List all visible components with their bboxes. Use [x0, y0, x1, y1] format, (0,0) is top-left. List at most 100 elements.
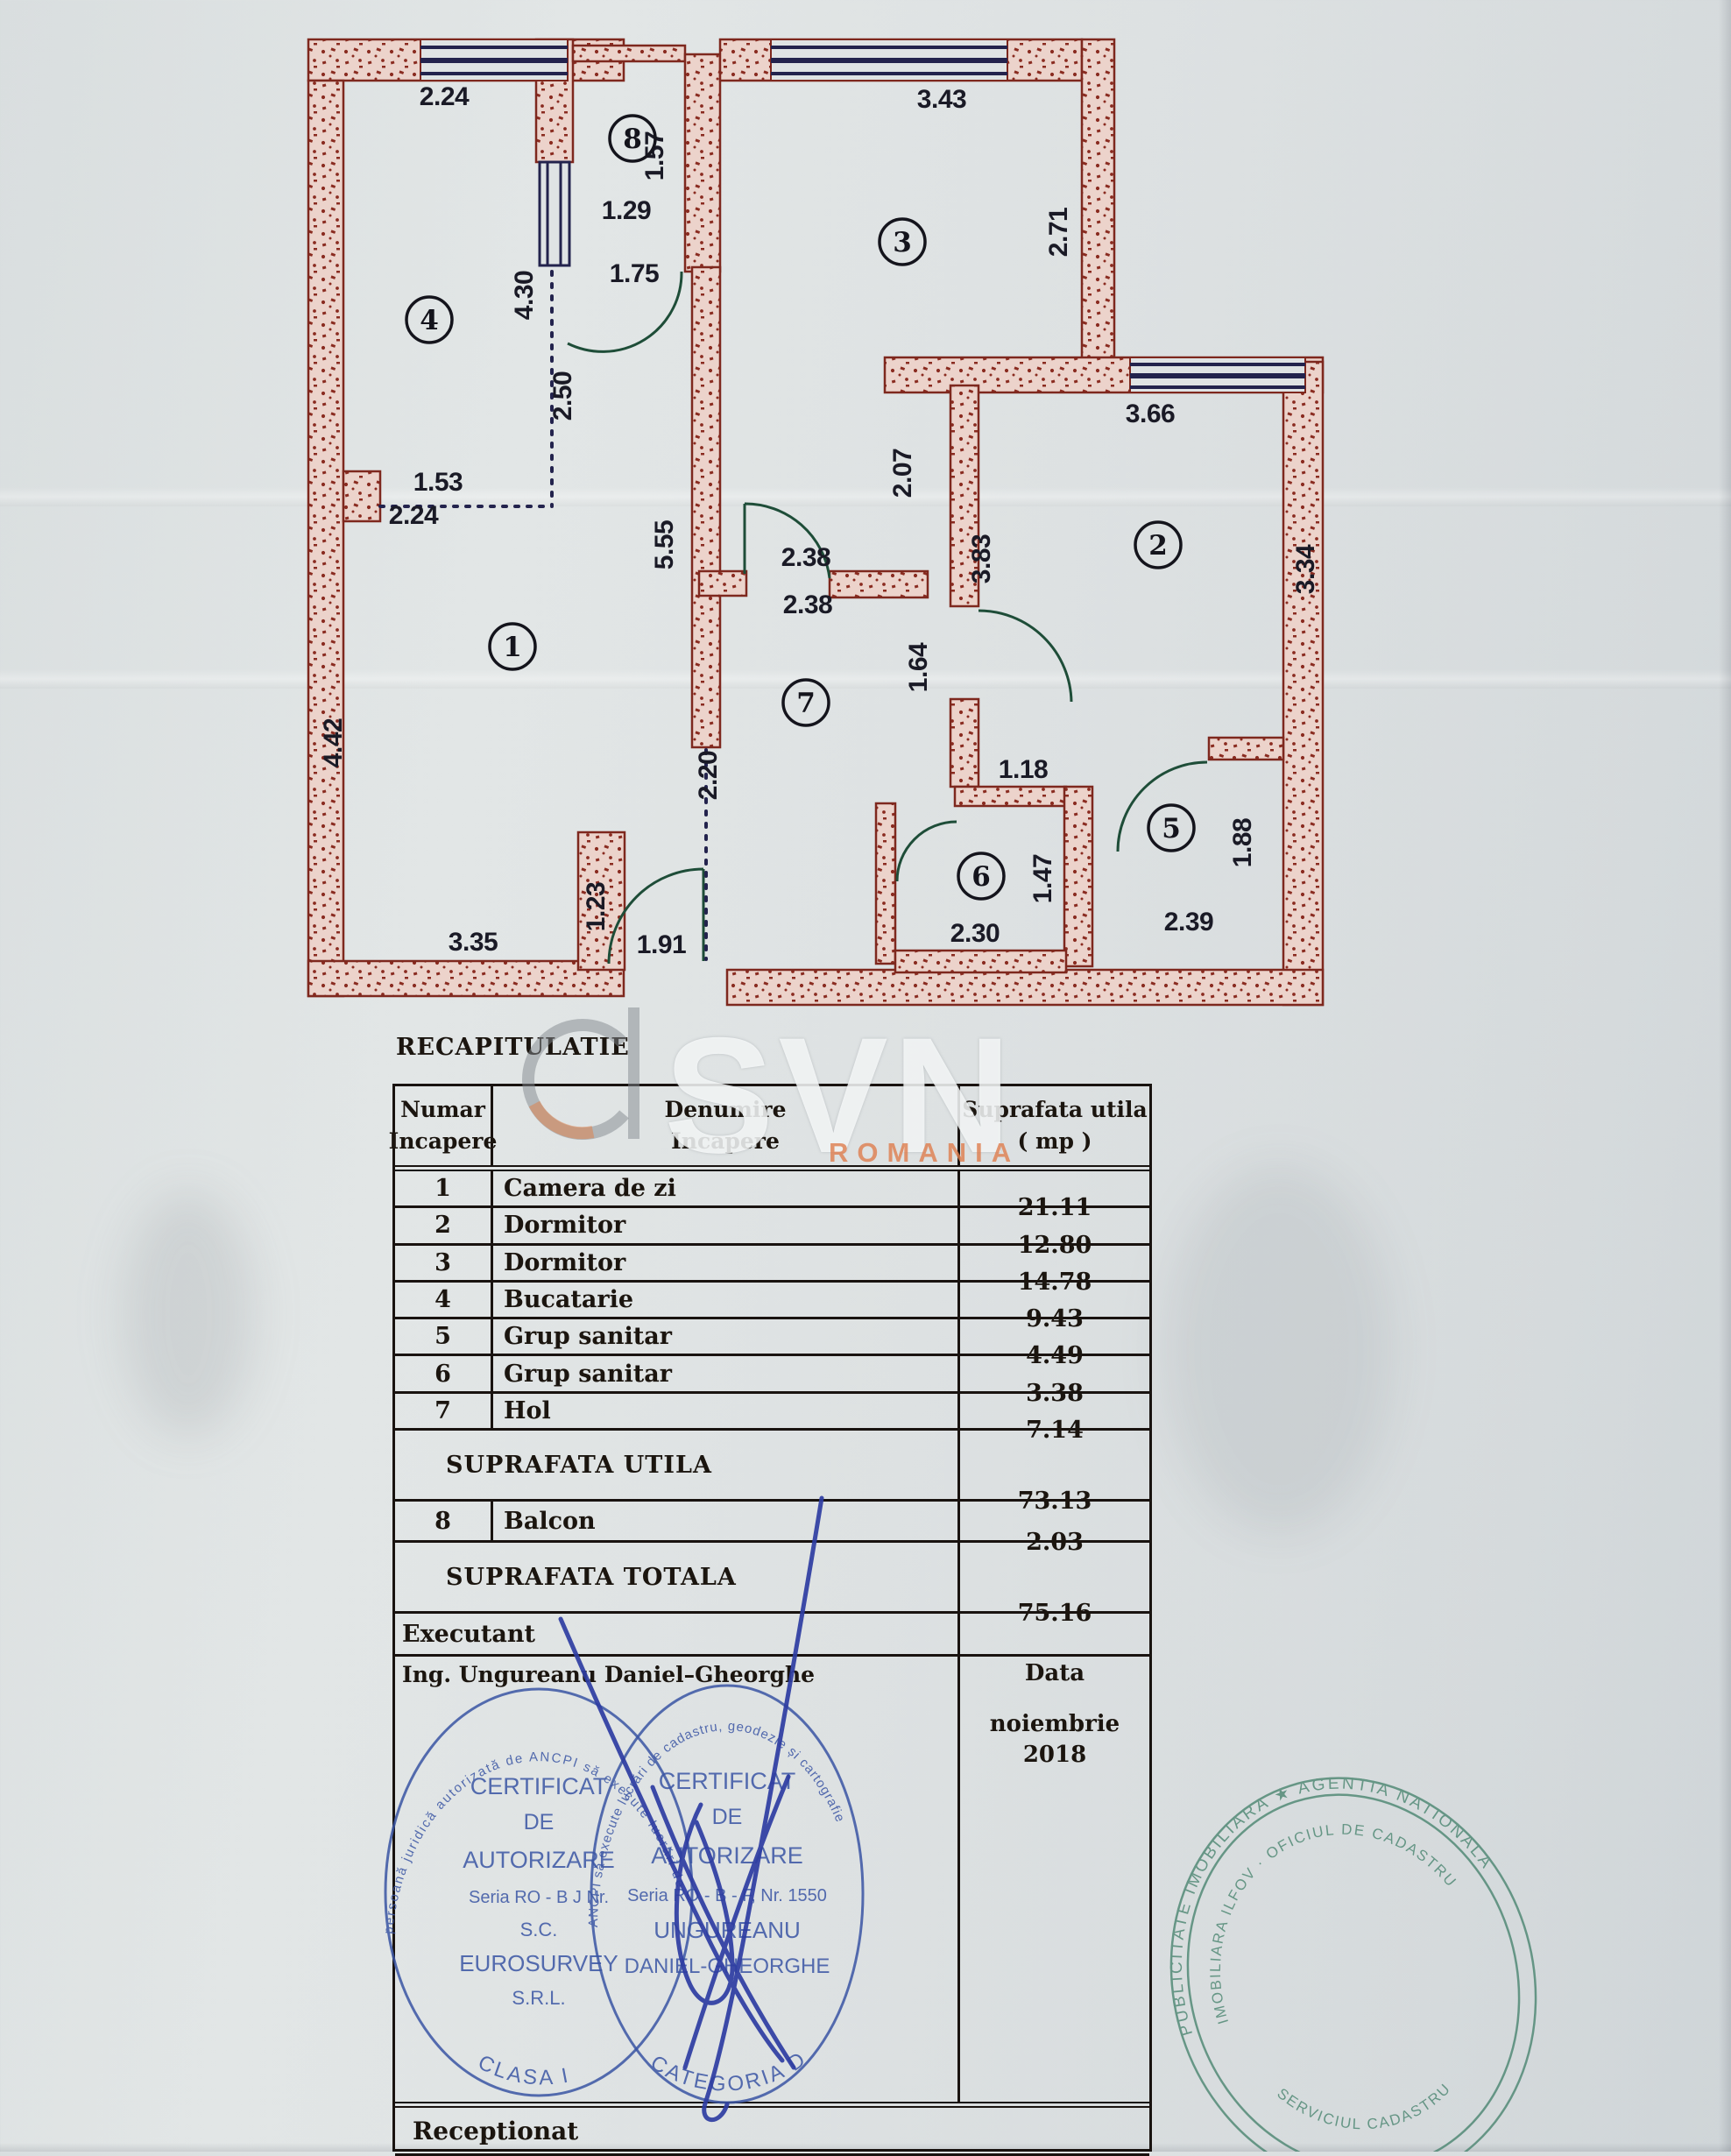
- room-number: 6: [971, 861, 991, 893]
- date-year: 2018: [1022, 1742, 1087, 1769]
- suprafata-utila-value: 73.13: [1017, 1488, 1092, 1515]
- room-number-cell: 3: [395, 1245, 493, 1280]
- room-area-cell: 7.14: [1026, 1416, 1084, 1444]
- room-area-cell: 4.49: [1026, 1342, 1084, 1370]
- room-name-cell: Grup sanitar: [493, 1319, 960, 1354]
- room-circle: [781, 678, 830, 727]
- data-label: Data: [1024, 1660, 1085, 1686]
- room-circle: [488, 622, 537, 671]
- room-number: 5: [1162, 813, 1181, 845]
- balcony-door-icon: [538, 160, 571, 267]
- dimension-label: 3.83: [967, 534, 996, 583]
- room-name-cell: Dormitor: [493, 1208, 960, 1243]
- signature-row: Ing. Ungureanu Daniel–Gheorghe Data noie…: [395, 1657, 1149, 2102]
- room-circle: [608, 114, 657, 163]
- room-circle: [1134, 520, 1183, 569]
- room-circle: [405, 295, 454, 344]
- header-denumire: Denumire Incapere: [493, 1086, 960, 1165]
- room-circle: [1147, 803, 1196, 852]
- dotted-lines: [378, 270, 708, 961]
- room-area-cell: 21.11: [1017, 1194, 1092, 1222]
- dimension-label: 1.53: [413, 468, 463, 497]
- dimension-label: 2.24: [389, 501, 439, 530]
- svg-text:AUTORIZARE: AUTORIZARE: [463, 1847, 615, 1873]
- room-number: 7: [796, 688, 816, 719]
- room-area-cell: 3.38: [1026, 1379, 1084, 1407]
- header-suprafata: Suprafata utila ( mp ): [962, 1096, 1148, 1154]
- room-area-cell: 14.78: [1017, 1268, 1092, 1296]
- room-number-cell: 1: [395, 1171, 493, 1206]
- svg-text:Seria RO - B J Nr.: Seria RO - B J Nr.: [469, 1888, 609, 1907]
- executant-row: Executant: [395, 1614, 1149, 1657]
- dimension-label: 2.39: [1164, 908, 1213, 937]
- dimension-label: 1.47: [1028, 854, 1057, 903]
- dimension-label: 2.71: [1044, 208, 1073, 257]
- suprafata-utila-row: SUPRAFATA UTILA 73.13: [395, 1431, 1149, 1515]
- suprafata-totala-label: SUPRAFATA TOTALA: [395, 1543, 960, 1611]
- window-room3-icon: [770, 39, 1008, 81]
- signature: [558, 1495, 824, 2122]
- executant-name: Ing. Ungureanu Daniel–Gheorghe: [395, 1657, 960, 2102]
- header-numar: Numar Incapere: [389, 1086, 497, 1165]
- executant-label: Executant: [395, 1614, 960, 1654]
- room-number-cell: 6: [395, 1356, 493, 1391]
- suprafata-totala-value: 75.16: [1017, 1600, 1092, 1627]
- room-number: 8: [623, 124, 642, 155]
- room-number-cell: 4: [395, 1282, 493, 1318]
- dimension-label: 2.38: [781, 543, 830, 572]
- dimension-label: 3.34: [1291, 544, 1320, 594]
- dimension-label: 2.07: [888, 449, 917, 498]
- svg-text:DE: DE: [524, 1810, 555, 1834]
- page-edge: [1719, 0, 1731, 2152]
- dimension-label: 1.75: [610, 259, 659, 288]
- svg-text:DE: DE: [712, 1805, 743, 1829]
- svg-text:S.C.: S.C.: [520, 1919, 558, 1940]
- room-number: 3: [893, 227, 912, 258]
- dimension-label: 1.91: [637, 930, 686, 959]
- room-name-cell: Bucatarie: [493, 1282, 960, 1318]
- window-top-left-icon: [420, 39, 569, 81]
- dimension-label: 2.24: [420, 82, 470, 111]
- suprafata-utila-label: SUPRAFATA UTILA: [395, 1431, 960, 1499]
- dimension-label: 4.30: [510, 271, 539, 320]
- room-number: 2: [1148, 530, 1168, 562]
- room-number-cell: 7: [395, 1393, 493, 1428]
- svg-text:EUROSURVEY: EUROSURVEY: [459, 1950, 618, 1976]
- room-number: 1: [503, 632, 522, 663]
- svg-text:S.R.L.: S.R.L.: [512, 1987, 565, 2009]
- dimension-label: 5.55: [650, 520, 679, 569]
- dimension-label: 3.43: [917, 85, 966, 114]
- room-number-cell: 5: [395, 1319, 493, 1354]
- room-circle: [957, 852, 1006, 901]
- dimension-label: 2.38: [783, 590, 832, 619]
- dimension-label: 1.88: [1228, 818, 1257, 867]
- dimension-label: 3.35: [449, 928, 498, 957]
- stamp-ocpi-ilfov: PUBLICITATE IMOBILIARA ★ AGENTIA NATIONA…: [1114, 1728, 1537, 2152]
- window-room2-icon: [1129, 357, 1306, 393]
- suprafata-totala-row: SUPRAFATA TOTALA 75.16: [395, 1543, 1149, 1627]
- room-name-cell: Hol: [493, 1393, 960, 1428]
- balcon-row: 8 Balcon 2.03: [395, 1502, 1149, 1556]
- room-number-cell: 2: [395, 1208, 493, 1243]
- svg-text:Seria RO - B - F, Nr. 1550: Seria RO - B - F, Nr. 1550: [627, 1886, 827, 1905]
- page-edge: [0, 2143, 1731, 2152]
- room-name-cell: Camera de zi: [493, 1171, 960, 1206]
- room-circle: [878, 217, 927, 266]
- dimension-label: 1.18: [999, 755, 1048, 784]
- svg-text:SERVICIUL CADASTRU: SERVICIUL CADASTRU: [1271, 2036, 1459, 2152]
- dimension-label: 2.30: [950, 919, 1000, 948]
- date-month: noiembrie: [989, 1711, 1120, 1737]
- dimension-label: 2.50: [548, 371, 577, 421]
- dimension-label: 4.42: [319, 718, 348, 767]
